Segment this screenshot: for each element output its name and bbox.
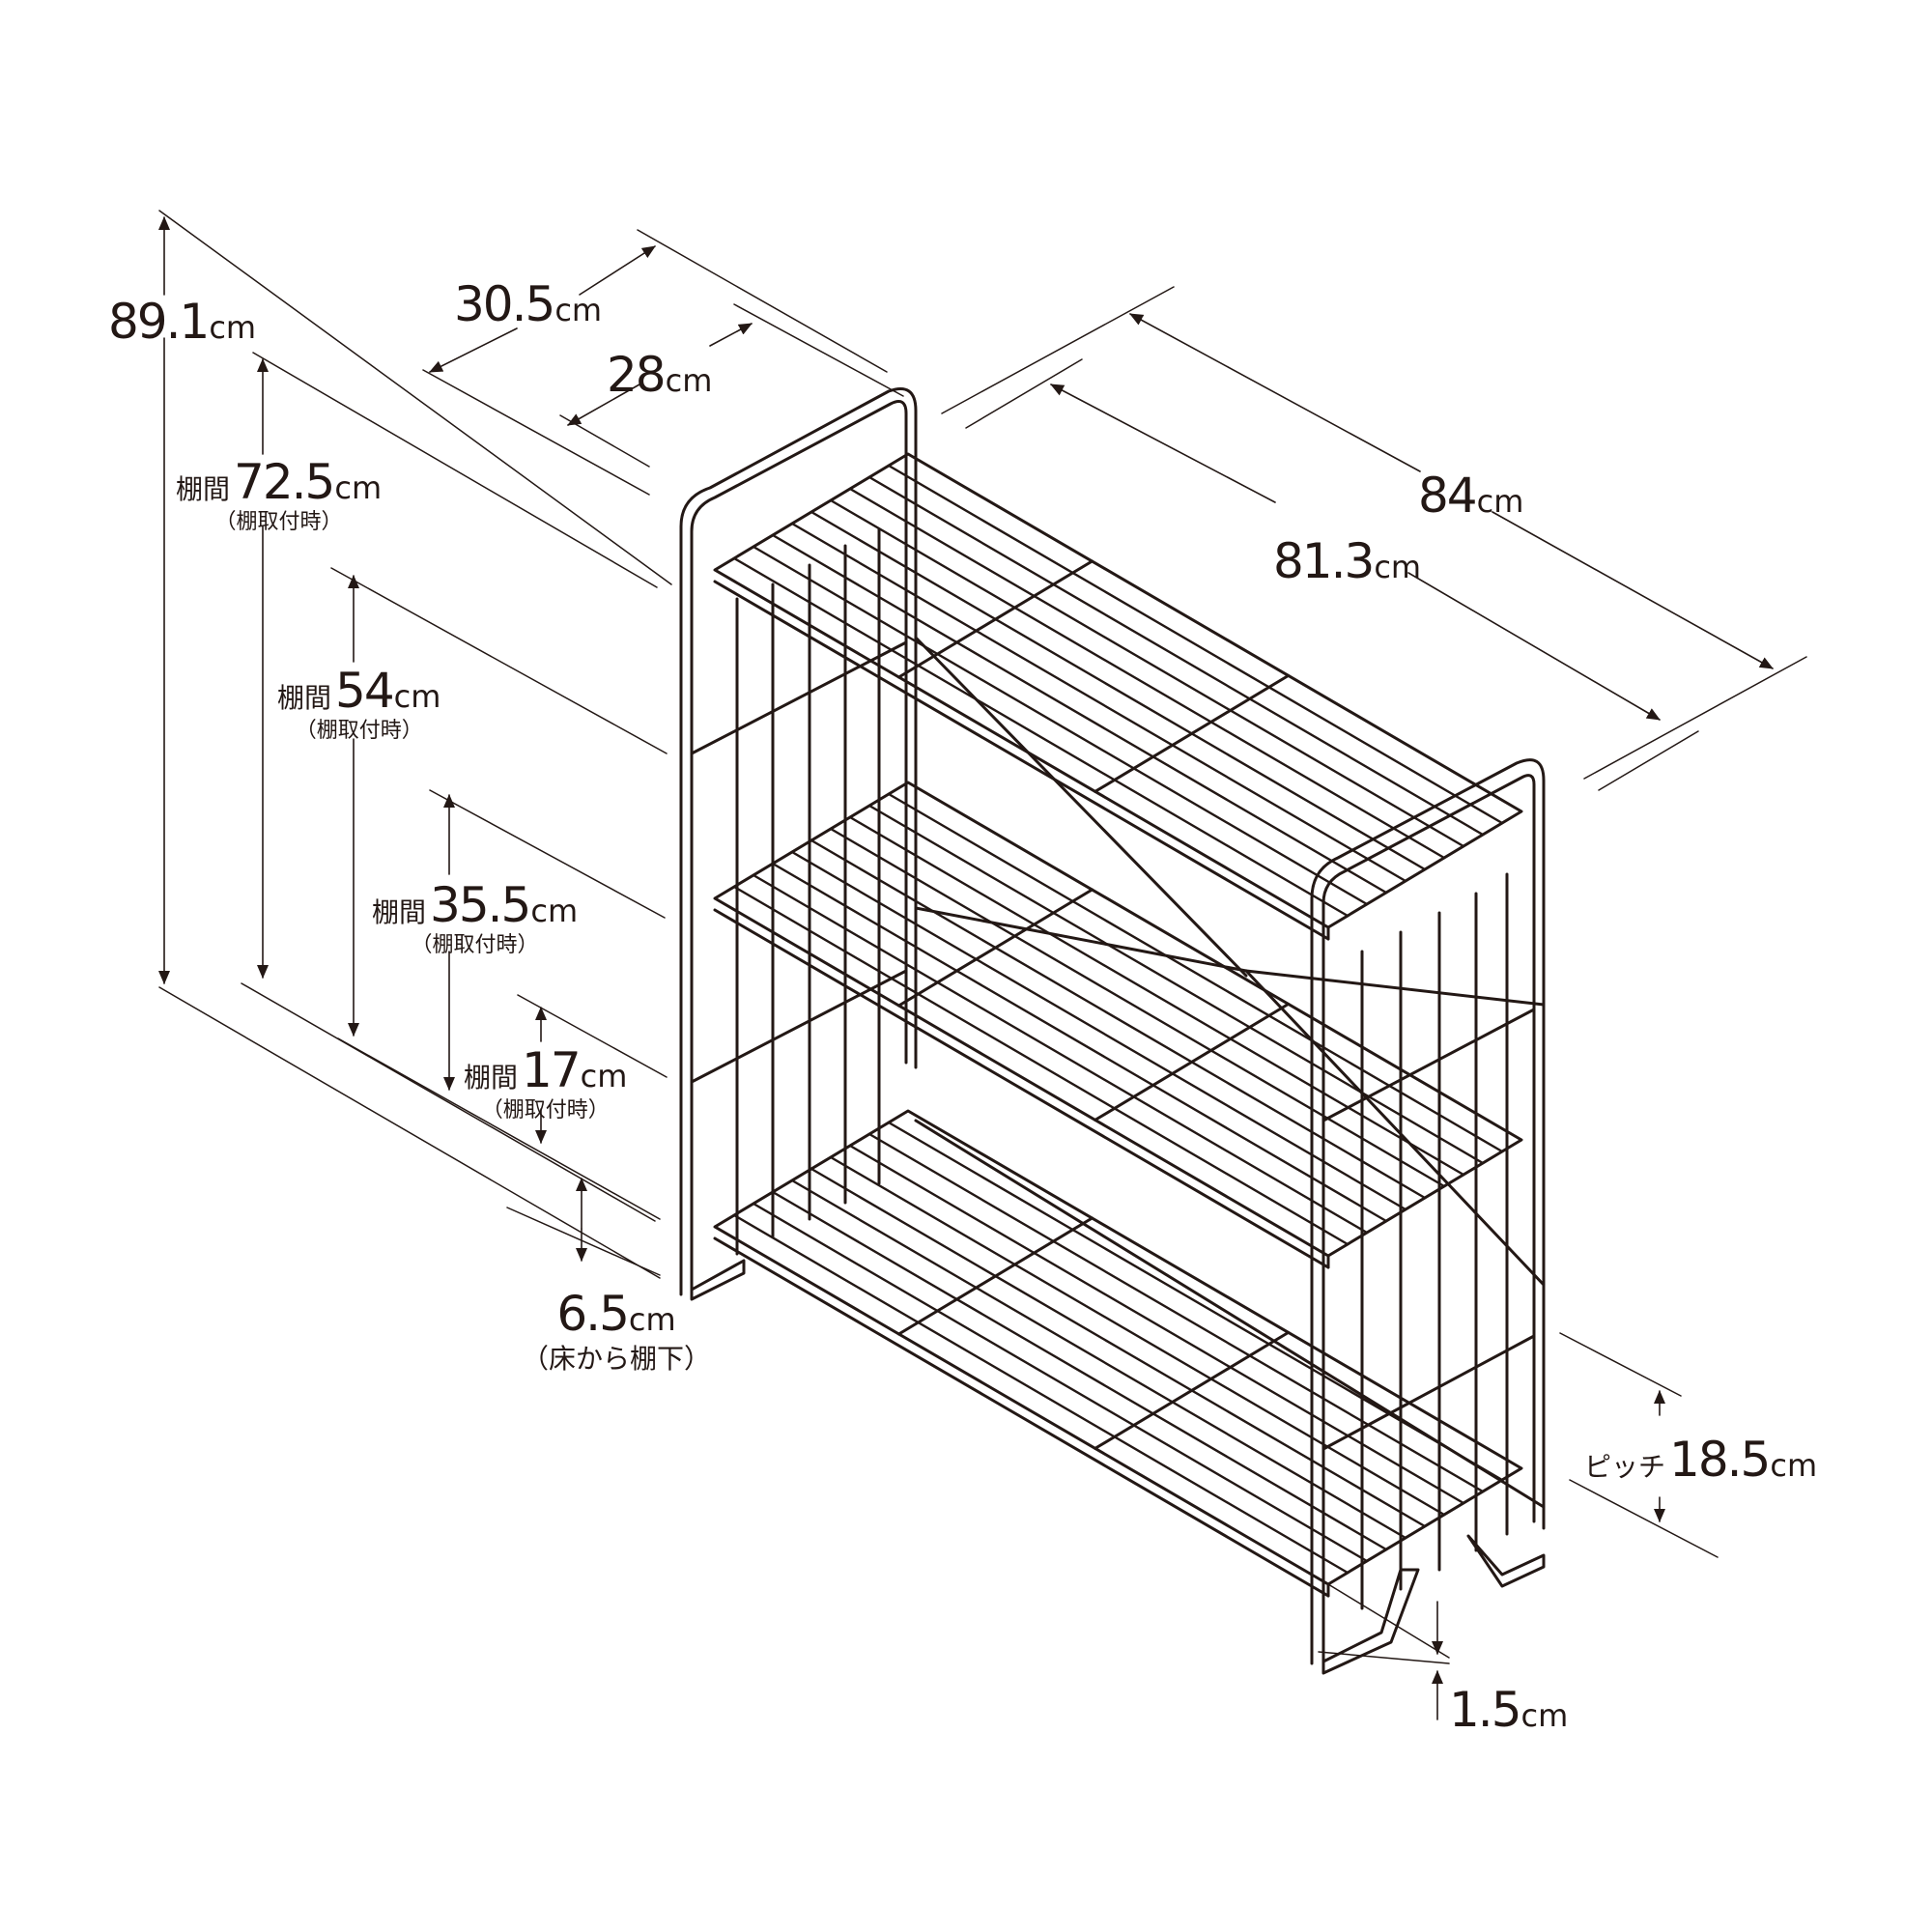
shelf-cross-support — [897, 1216, 1094, 1336]
shelf-wire — [829, 498, 1446, 860]
extension-lines — [158, 210, 1807, 1664]
outer-width-value: 84 — [1418, 468, 1478, 524]
shelf-front-lip — [713, 1236, 1330, 1598]
shelf-wire — [810, 1167, 1427, 1528]
pitch-value: 18.5 — [1669, 1432, 1771, 1488]
shelf-gap-2-unit: cm — [393, 678, 441, 715]
floor-clearance-unit: cm — [628, 1301, 676, 1338]
floor-clearance-note: （床から棚下） — [522, 1343, 712, 1375]
shelf-gap-1-prefix: 棚間 — [176, 473, 231, 505]
shelf-gap-3-unit: cm — [530, 893, 579, 929]
shelf-gap-3-label: 棚間35.5cm （棚取付時） — [372, 881, 578, 956]
outer-depth-label: 30.5cm — [454, 280, 602, 328]
shelf-wire — [732, 556, 1350, 918]
shelf-gap-4-value: 17 — [522, 1042, 582, 1098]
shelf-wire — [771, 862, 1388, 1223]
shelf-gap-4-label: 棚間17cm （棚取付時） — [464, 1046, 627, 1122]
foot-height-unit: cm — [1520, 1697, 1569, 1734]
shelf-gap-3-note: （棚取付時） — [411, 933, 539, 957]
shelf-cross-support — [1094, 1330, 1291, 1450]
shelf-wire — [867, 475, 1485, 837]
shelf-rim — [713, 781, 1523, 1258]
shelf-wire — [732, 1213, 1350, 1575]
shelf-wire — [790, 850, 1407, 1211]
shelf-gap-4-unit: cm — [580, 1058, 628, 1094]
shelf-gap-2-label: 棚間54cm （棚取付時） — [277, 667, 440, 742]
shelf-rim — [713, 452, 1523, 929]
shelf-gap-3-prefix: 棚間 — [372, 896, 427, 928]
pitch-unit: cm — [1770, 1447, 1818, 1484]
shelf-gap-1-unit: cm — [334, 469, 383, 506]
shelf-wire — [771, 533, 1388, 895]
shelf-gap-3-value: 35.5 — [430, 877, 531, 933]
shelf-wire — [887, 1121, 1504, 1482]
shelf-rim — [713, 1109, 1523, 1586]
outer-depth-unit: cm — [554, 292, 603, 328]
shelf-wire — [752, 873, 1369, 1235]
dimension-arrows — [158, 216, 1774, 1720]
floor-clearance-label: 6.5cm （床から棚下） — [522, 1290, 711, 1373]
shelf-gap-2-value: 54 — [335, 663, 395, 719]
shelf-front-lip — [713, 908, 1330, 1269]
shelf-wire — [790, 1179, 1407, 1540]
shelf-gap-1-label: 棚間72.5cm （棚取付時） — [176, 458, 382, 533]
shelf-wire — [732, 885, 1350, 1246]
inner-width-value: 81.3 — [1273, 533, 1375, 589]
shelf-gap-4-prefix: 棚間 — [464, 1062, 519, 1094]
shelf-frame — [679, 387, 1546, 1675]
shelf-wire — [771, 1190, 1388, 1551]
floor-clearance-value: 6.5 — [556, 1286, 630, 1342]
foot-height-value: 1.5 — [1449, 1682, 1522, 1738]
shelf-wire — [810, 838, 1427, 1200]
shelf-cross-support — [897, 888, 1094, 1008]
shelf-cross-support — [1094, 1002, 1291, 1122]
pitch-label: ピッチ18.5cm — [1584, 1435, 1817, 1484]
shelf-gap-2-note: （棚取付時） — [295, 719, 423, 743]
total-height-label: 89.1cm — [108, 298, 256, 346]
shelf-wire — [752, 545, 1369, 906]
shelf-wire — [887, 792, 1504, 1153]
total-height-value: 89.1 — [108, 294, 210, 350]
shelf-wire — [848, 1144, 1465, 1505]
shelf-gap-1-value: 72.5 — [234, 454, 335, 510]
wire-shelves — [713, 452, 1523, 1598]
shelf-wire — [867, 804, 1485, 1165]
shelf-front-lip — [713, 580, 1330, 941]
outer-width-label: 84cm — [1418, 471, 1523, 520]
foot-height-label: 1.5cm — [1449, 1686, 1568, 1734]
shelf-gap-4-note: （棚取付時） — [481, 1098, 610, 1122]
inner-width-label: 81.3cm — [1273, 537, 1421, 585]
shelf-gap-1-note: （棚取付時） — [214, 510, 343, 534]
inner-depth-value: 28 — [607, 347, 667, 403]
shelf-wire — [848, 815, 1465, 1177]
shelf-wire — [867, 1132, 1485, 1493]
inner-depth-label: 28cm — [607, 351, 712, 399]
shelf-cross-support — [1094, 673, 1291, 793]
shelf-wire — [848, 487, 1465, 848]
outer-width-unit: cm — [1476, 483, 1524, 520]
shelf-wire — [790, 522, 1407, 883]
shelf-wire — [829, 1155, 1446, 1517]
shelf-gap-2-prefix: 棚間 — [277, 682, 332, 714]
shelf-wire — [752, 1202, 1369, 1563]
pitch-prefix: ピッチ — [1584, 1451, 1666, 1483]
outer-depth-value: 30.5 — [454, 276, 555, 332]
inner-depth-unit: cm — [665, 362, 713, 399]
shelf-wire — [810, 510, 1427, 871]
inner-width-unit: cm — [1374, 549, 1422, 585]
shelf-cross-support — [897, 559, 1094, 679]
shelf-wire — [829, 827, 1446, 1188]
shelf-wire — [887, 464, 1504, 825]
total-height-unit: cm — [209, 309, 257, 346]
